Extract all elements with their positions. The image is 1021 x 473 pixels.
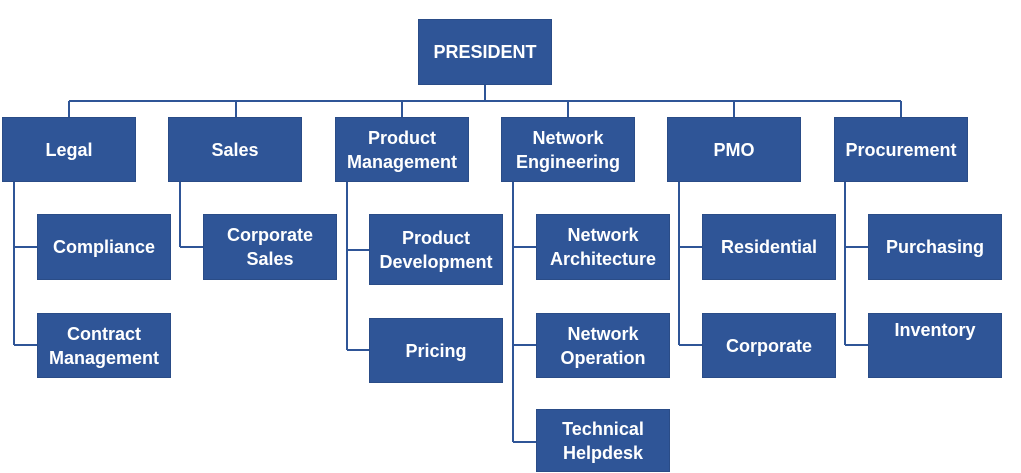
compliance-box: Compliance — [37, 214, 171, 280]
purchasing-box: Purchasing — [868, 214, 1002, 280]
pmo-box: PMO — [667, 117, 801, 182]
residential-box: Residential — [702, 214, 836, 280]
network-engineering-box: Network Engineering — [501, 117, 635, 182]
network-architecture-box: Network Architecture — [536, 214, 670, 280]
president-box: PRESIDENT — [418, 19, 552, 85]
network-operation-box: Network Operation — [536, 313, 670, 378]
product-management-box: Product Management — [335, 117, 469, 182]
product-development-box: Product Development — [369, 214, 503, 285]
technical-helpdesk-box: Technical Helpdesk — [536, 409, 670, 472]
contract-management-box: Contract Management — [37, 313, 171, 378]
pricing-box: Pricing — [369, 318, 503, 383]
procurement-box: Procurement — [834, 117, 968, 182]
sales-box: Sales — [168, 117, 302, 182]
legal-box: Legal — [2, 117, 136, 182]
corporate-box: Corporate — [702, 313, 836, 378]
corporate-sales-box: Corporate Sales — [203, 214, 337, 280]
inventory-box: Inventory — [868, 313, 1002, 378]
